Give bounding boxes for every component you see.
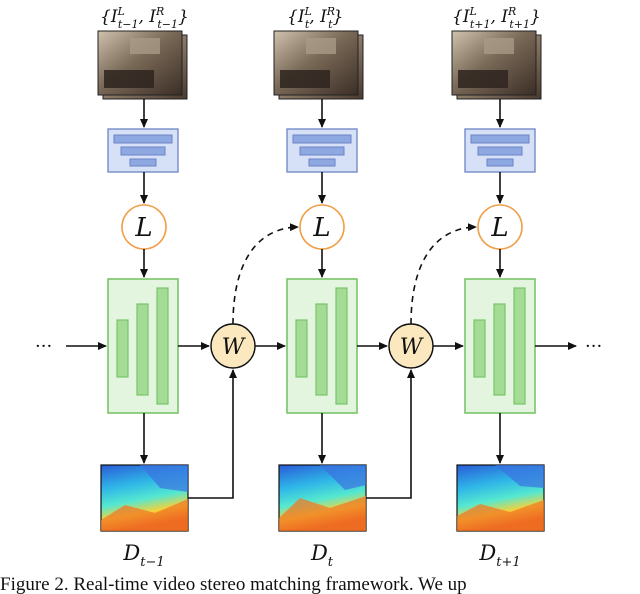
feature-encoder-t xyxy=(286,128,358,173)
matching-network-t-plus-1 xyxy=(464,278,536,414)
matching-network-t xyxy=(286,278,358,414)
lstm-label-t-plus-1: L xyxy=(490,213,508,243)
edge-disparity2-warp2 xyxy=(366,369,415,499)
lstm-node-t-plus-1: L xyxy=(477,204,523,250)
feature-encoder-t-minus-1 xyxy=(107,128,179,173)
disparity-map-t-minus-1 xyxy=(100,464,189,532)
figure-caption: Figure 2. Real-time video stereo matchin… xyxy=(0,574,467,594)
disparity-map-t xyxy=(278,464,367,532)
ellipsis-right: ··· xyxy=(585,336,602,357)
lstm-label-t-minus-1: L xyxy=(134,213,152,243)
stereo-image-pair-t xyxy=(273,30,364,100)
stereo-image-pair-t-minus-1 xyxy=(97,30,188,100)
disparity-map-t-plus-1 xyxy=(456,464,545,532)
lstm-node-t-minus-1: L xyxy=(121,204,167,250)
output-label-t-plus-1: Dt+1 xyxy=(478,541,520,570)
ellipsis-left: ··· xyxy=(35,336,52,357)
edges xyxy=(66,99,577,499)
output-label-t-minus-1: Dt−1 xyxy=(122,541,164,570)
warp-node-1: W xyxy=(210,323,256,369)
lstm-label-t: L xyxy=(312,213,330,243)
warp-label-1: W xyxy=(222,335,247,360)
lstm-node-t: L xyxy=(299,204,345,250)
matching-network-t-minus-1 xyxy=(107,278,179,414)
warp-node-2: W xyxy=(388,323,434,369)
feature-encoder-t-plus-1 xyxy=(464,128,536,173)
stereo-image-pair-t-plus-1 xyxy=(451,30,542,100)
edge-disparity1-warp1 xyxy=(188,369,237,499)
warp-label-2: W xyxy=(400,335,425,360)
output-label-t: Dt xyxy=(310,541,334,570)
